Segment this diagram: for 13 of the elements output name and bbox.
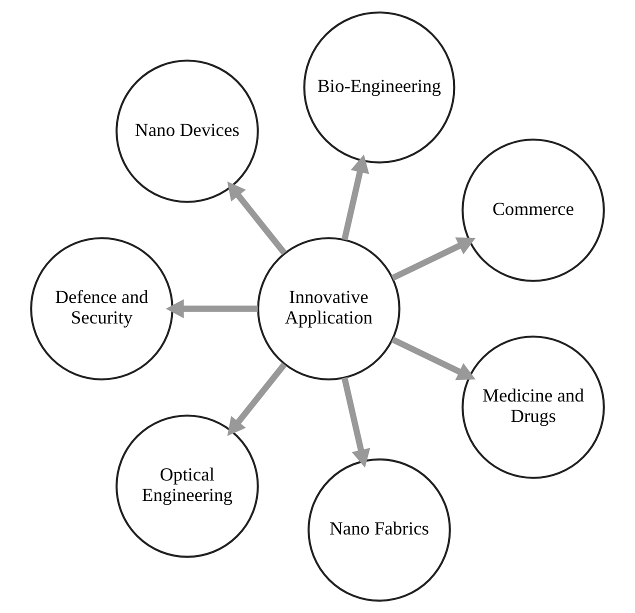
node-circle: Nano Fabrics xyxy=(308,458,451,602)
arrow xyxy=(391,336,476,380)
node-circle: Medicine and Drugs xyxy=(462,336,605,479)
arrow xyxy=(227,182,287,256)
arrow xyxy=(342,377,370,468)
arrow xyxy=(391,237,476,281)
arrow xyxy=(342,154,370,240)
node-circle: Defence and Security xyxy=(30,237,174,380)
node-circle: Commerce xyxy=(462,138,605,282)
node-circle: Bio-Engineering xyxy=(303,11,456,164)
node-circle: Innovative Application xyxy=(257,237,400,380)
arrow xyxy=(227,362,287,436)
arrow xyxy=(166,299,258,318)
